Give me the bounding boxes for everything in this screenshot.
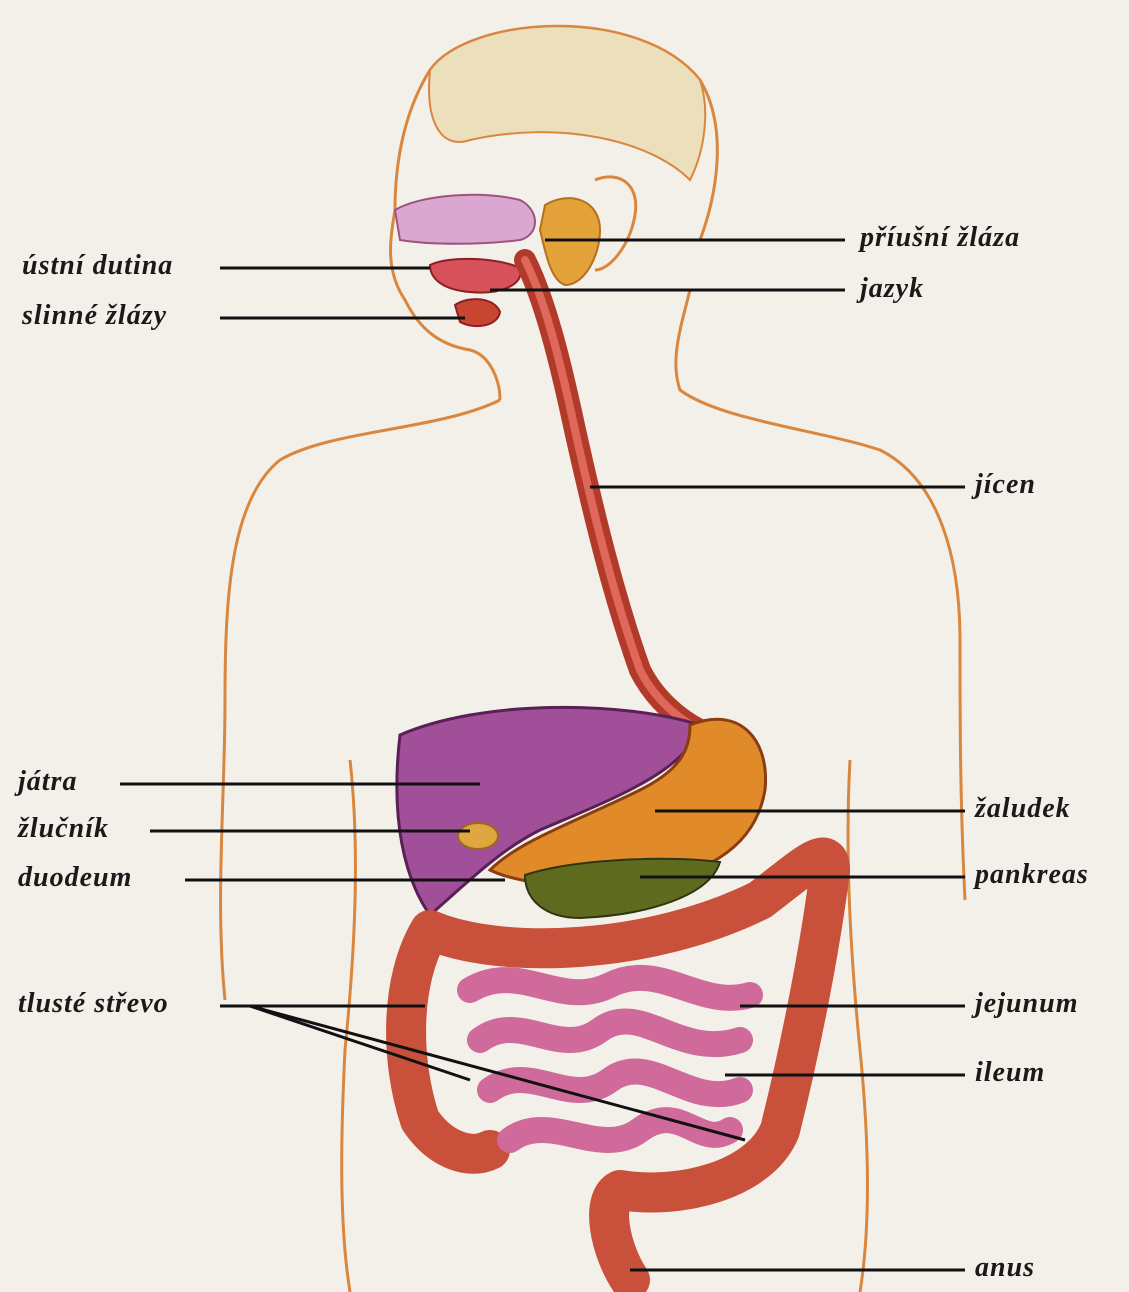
- label-ileum: ileum: [975, 1059, 1045, 1087]
- label-parotid-gland: příušní žláza: [860, 224, 1020, 252]
- label-duodenum: duodeum: [18, 864, 132, 892]
- label-jejunum: jejunum: [975, 990, 1078, 1018]
- label-anus: anus: [975, 1254, 1035, 1282]
- salivary-gland-shape: [455, 299, 500, 326]
- nasal-cavity: [395, 195, 535, 244]
- small-intestine: [470, 978, 750, 1140]
- label-pancreas: pankreas: [975, 861, 1089, 889]
- label-tongue: jazyk: [860, 275, 924, 303]
- hair: [429, 26, 705, 180]
- parotid-gland: [540, 198, 600, 285]
- label-gallbladder: žlučník: [18, 815, 109, 843]
- label-salivary-glands: slinné žlázy: [22, 302, 167, 330]
- label-liver: játra: [18, 768, 77, 796]
- gallbladder: [458, 823, 498, 849]
- label-esophagus: jícen: [975, 471, 1036, 499]
- label-large-intestine: tlusté střevo: [18, 990, 169, 1018]
- label-oral-cavity: ústní dutina: [22, 252, 173, 280]
- label-stomach: žaludek: [975, 795, 1071, 823]
- ear: [595, 177, 636, 270]
- tongue: [430, 259, 521, 293]
